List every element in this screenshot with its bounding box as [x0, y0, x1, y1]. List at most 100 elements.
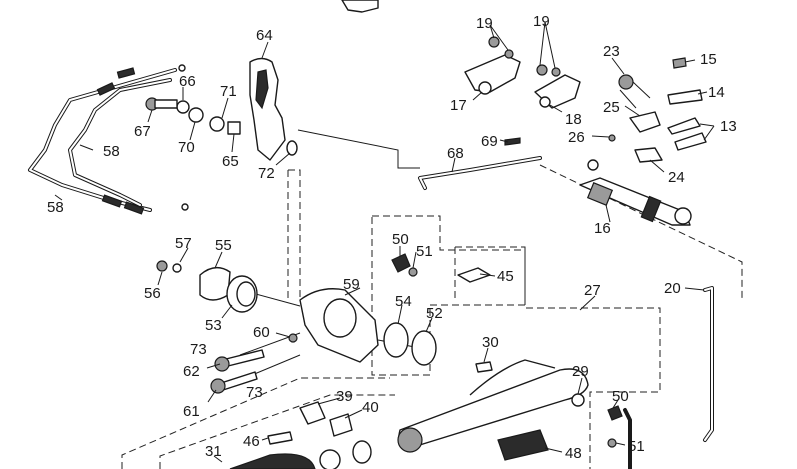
screw-51a [408, 267, 418, 277]
callout-68: 68 [447, 145, 464, 162]
top-partial-part [341, 0, 379, 13]
grip-31 [229, 453, 316, 469]
rod-20 [703, 286, 714, 442]
callout-19-left: 19 [476, 15, 493, 32]
callout-55: 55 [215, 237, 232, 254]
pin-60 [288, 333, 298, 343]
bracket-48 [497, 429, 549, 461]
callout-18: 18 [565, 111, 582, 128]
callout-31: 31 [205, 443, 222, 460]
callout-72: 72 [258, 165, 275, 182]
clip-24 [634, 147, 663, 163]
bracket-13a [667, 117, 701, 135]
callout-58-upper: 58 [103, 143, 120, 160]
spring-39 [299, 401, 326, 425]
pin-30 [475, 361, 493, 373]
group-outline-lower [121, 377, 390, 469]
nut-56 [156, 260, 168, 272]
callout-45: 45 [497, 268, 514, 285]
washer-54 [383, 322, 409, 358]
link-rod-68 [418, 156, 542, 190]
washer-66 [176, 100, 190, 114]
group-outline-72 [287, 169, 301, 300]
callout-13: 13 [720, 118, 737, 135]
callout-59: 59 [343, 276, 360, 293]
callout-67: 67 [134, 123, 151, 140]
washer-71 [209, 116, 225, 132]
screw-26 [608, 134, 616, 142]
washer-72 [286, 140, 298, 156]
clamp-50b [607, 405, 623, 421]
callout-71: 71 [220, 83, 237, 100]
callout-54: 54 [395, 293, 412, 310]
callout-16: 16 [594, 220, 611, 237]
group-outline-20 [539, 164, 743, 300]
lever-grip [255, 69, 269, 110]
callout-23: 23 [603, 43, 620, 60]
throttle-arm-17 [464, 36, 521, 95]
rod-lower-right [623, 408, 632, 469]
callout-30: 30 [482, 334, 499, 351]
callout-19-right: 19 [533, 13, 550, 30]
bolt-15 [672, 57, 687, 69]
callout-17: 17 [450, 97, 467, 114]
main-arm-assembly [397, 359, 589, 453]
callout-73-lower: 73 [246, 384, 263, 401]
leader-lines [54, 21, 715, 463]
spring-40 [329, 413, 353, 437]
plate-55 [199, 267, 231, 301]
callout-64: 64 [256, 27, 273, 44]
callout-51-lower: 51 [628, 438, 645, 455]
throttle-cable-58-right [68, 78, 172, 207]
callout-26: 26 [568, 129, 585, 146]
callout-48: 48 [565, 445, 582, 462]
throttle-cable-58-left [28, 68, 177, 212]
callout-53: 53 [205, 317, 222, 334]
collar-65 [227, 121, 241, 135]
bracket-25 [629, 111, 661, 133]
washer-29 [571, 393, 585, 407]
bushing-70 [188, 107, 204, 123]
shaft-assembly-16 [579, 159, 692, 226]
callout-52: 52 [426, 305, 443, 322]
callout-57: 57 [175, 235, 192, 252]
cable-end-fittings [96, 64, 189, 215]
pin-69 [504, 137, 521, 146]
callout-56: 56 [144, 285, 161, 302]
callout-62: 62 [183, 363, 200, 380]
callout-66: 66 [179, 73, 196, 90]
bracket-14 [667, 89, 703, 105]
group-outline-lower-inner [159, 394, 395, 469]
control-lever-64 [249, 57, 286, 161]
spring-23 [618, 74, 634, 90]
callout-61: 61 [183, 403, 200, 420]
clamp-50a [391, 253, 411, 273]
callout-73-upper: 73 [190, 341, 207, 358]
callout-25: 25 [603, 99, 620, 116]
bushing-52 [411, 330, 437, 366]
callout-14: 14 [708, 84, 725, 101]
callout-46: 46 [243, 433, 260, 450]
callout-20: 20 [664, 280, 681, 297]
throttle-arm-18 [534, 64, 581, 109]
callout-50-upper: 50 [392, 231, 409, 248]
bushing-lower [319, 449, 341, 469]
callout-50-lower: 50 [612, 388, 629, 405]
callout-39: 39 [336, 388, 353, 405]
callout-70: 70 [178, 139, 195, 156]
screw-51b [607, 438, 617, 448]
callout-15: 15 [700, 51, 717, 68]
callout-labels: 19 19 64 66 71 67 70 65 72 58 58 17 18 2… [47, 13, 737, 462]
callout-58-lower: 58 [47, 199, 64, 216]
callout-65: 65 [222, 153, 239, 170]
callout-60: 60 [253, 324, 270, 341]
shim-46 [267, 431, 293, 445]
callout-40: 40 [362, 399, 379, 416]
dashed-group-outlines [121, 164, 743, 469]
callout-51-upper: 51 [416, 243, 433, 260]
washer-57 [172, 263, 182, 273]
callout-27: 27 [584, 282, 601, 299]
callout-24: 24 [668, 169, 685, 186]
bracket-13b [674, 132, 707, 151]
